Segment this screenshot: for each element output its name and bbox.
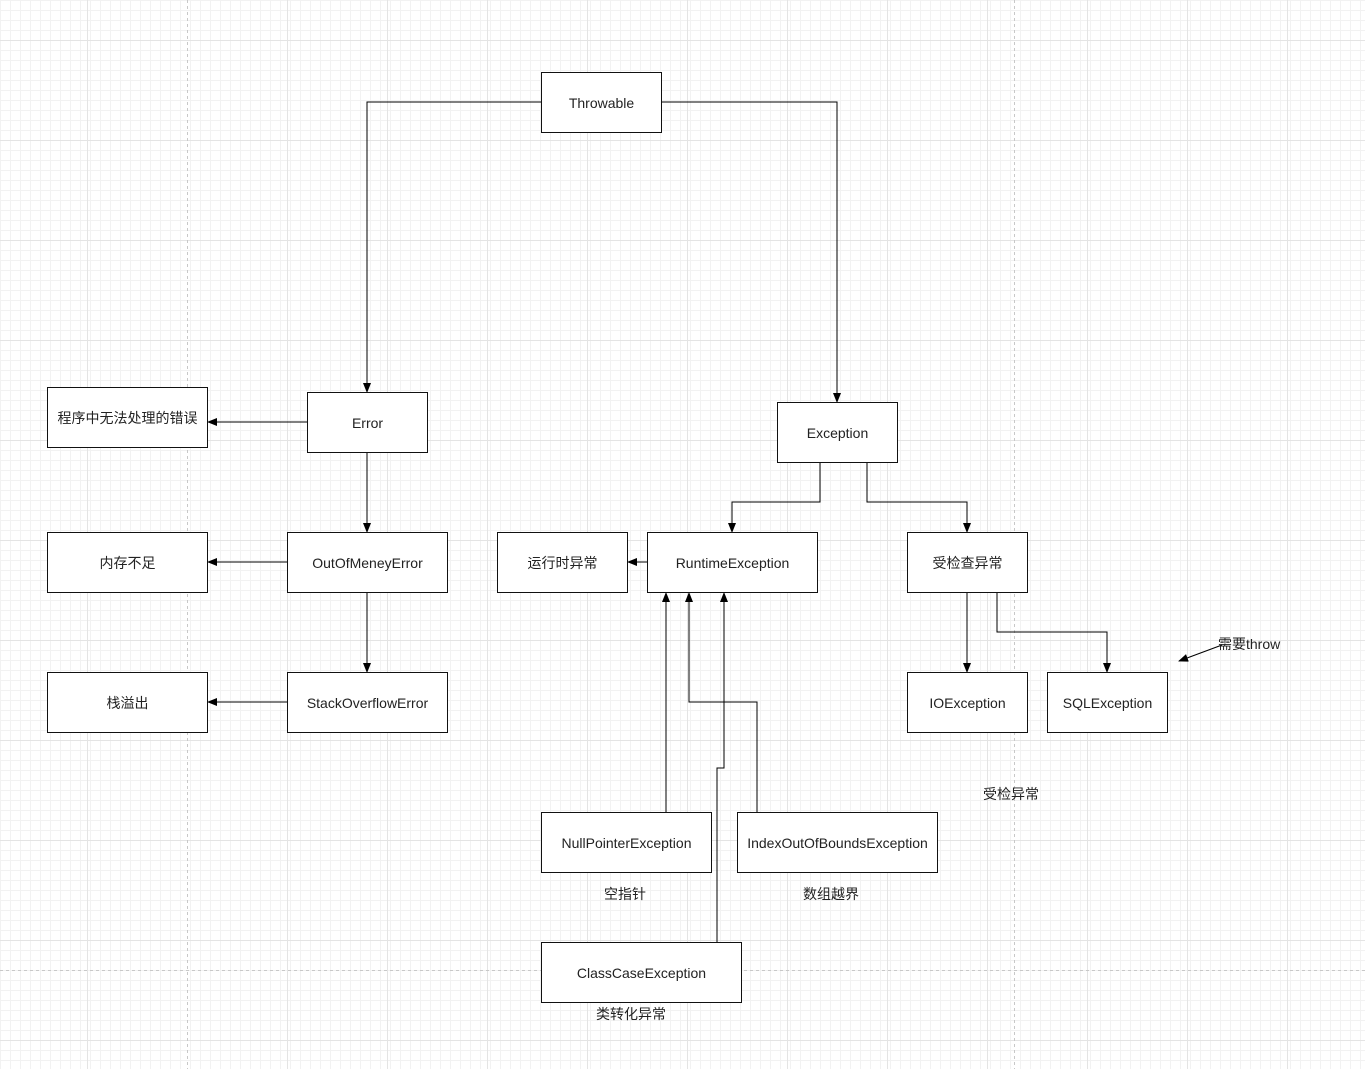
class-case-exception-label: ClassCaseException [576,964,707,981]
edge-exception-checked[interactable] [866,462,971,533]
index-out-of-bounds-exception-node[interactable]: IndexOutOfBoundsException [737,812,938,873]
class-cast-note-label[interactable]: 类转化异常 [596,1006,666,1022]
index-out-of-bounds-exception-label: IndexOutOfBoundsException [747,834,928,851]
index-note-label[interactable]: 数组越界 [803,886,859,902]
out-of-memory-error-node[interactable]: OutOfMeneyError [287,532,448,593]
edge-classcase-runtime[interactable] [716,592,728,942]
null-pointer-exception-node[interactable]: NullPointerException [541,812,712,873]
edge-exception-runtime[interactable] [728,462,821,533]
stack-overflow-error-label: StackOverflowError [306,694,429,711]
runtime-desc-label: 运行时异常 [527,554,598,571]
runtime-exception-node[interactable]: RuntimeException [647,532,818,593]
throw-note-label[interactable]: 需要throw [1218,636,1281,652]
io-exception-node[interactable]: IOException [907,672,1028,733]
io-exception-label: IOException [929,694,1006,711]
null-pointer-note-label[interactable]: 空指针 [604,886,646,902]
stack-overflow-error-node[interactable]: StackOverflowError [287,672,448,733]
throwable-node[interactable]: Throwable [541,72,662,133]
stack-overflow-desc-node[interactable]: 栈溢出 [47,672,208,733]
checked-exception-node[interactable]: 受检查异常 [907,532,1028,593]
checked-exception-label: 受检查异常 [932,554,1003,571]
null-pointer-exception-label: NullPointerException [561,834,692,851]
edge-throwable-exception[interactable] [661,101,841,403]
exception-node[interactable]: Exception [777,402,898,463]
checked-note-label[interactable]: 受检异常 [983,786,1039,802]
runtime-exception-label: RuntimeException [675,554,790,571]
sql-exception-label: SQLException [1062,694,1153,711]
runtime-desc-node[interactable]: 运行时异常 [497,532,628,593]
out-of-memory-desc-label: 内存不足 [99,554,156,571]
out-of-memory-error-label: OutOfMeneyError [312,554,423,571]
edge-index-runtime[interactable] [685,592,758,812]
edge-throw-note[interactable] [1178,644,1223,662]
class-case-exception-node[interactable]: ClassCaseException [541,942,742,1003]
stack-overflow-desc-label: 栈溢出 [106,694,149,711]
edge-throwable-error[interactable] [363,101,541,393]
sql-exception-node[interactable]: SQLException [1047,672,1168,733]
out-of-memory-desc-node[interactable]: 内存不足 [47,532,208,593]
error-desc-node[interactable]: 程序中无法处理的错误 [47,387,208,448]
error-desc-label: 程序中无法处理的错误 [57,409,198,426]
error-node[interactable]: Error [307,392,428,453]
edge-checked-sql[interactable] [996,592,1111,673]
exception-label: Exception [806,424,869,441]
error-label: Error [351,414,384,431]
throwable-label: Throwable [568,94,635,111]
